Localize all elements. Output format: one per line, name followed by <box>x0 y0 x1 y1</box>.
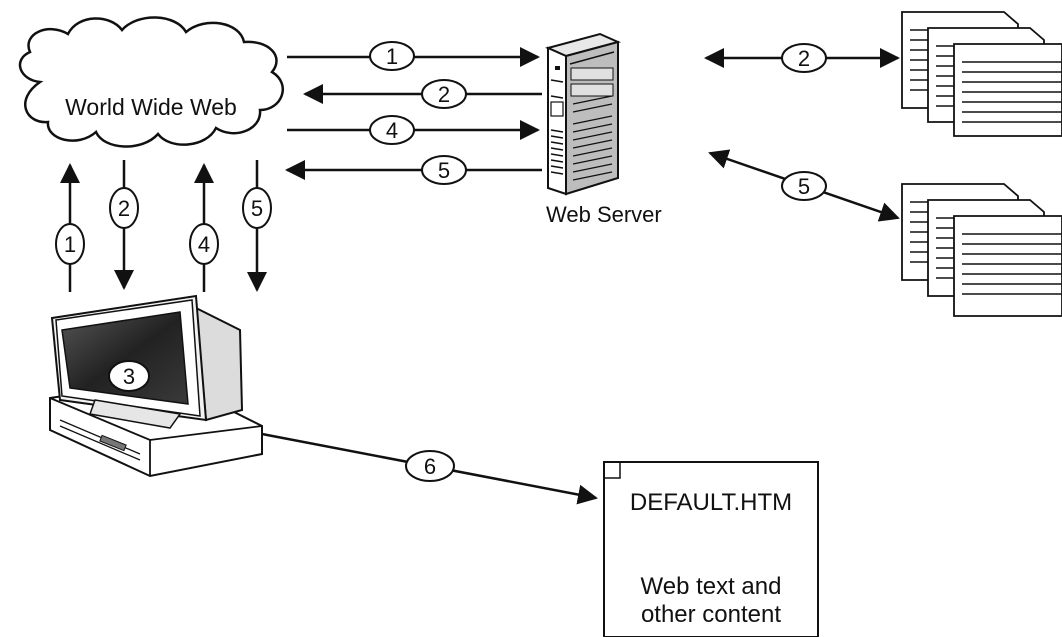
step-label: 1 <box>64 232 76 257</box>
document-description-line2: other content <box>641 601 781 628</box>
step-badge: 6 <box>405 450 455 482</box>
monitor-screen <box>61 311 189 405</box>
web-server-icon: Web Server <box>545 32 662 227</box>
step-badge: 5 <box>242 187 272 229</box>
step-label: 3 <box>123 364 135 389</box>
default-htm-document: DEFAULT.HTM Web text and other content <box>603 461 819 637</box>
world-wide-web-cloud: World Wide Web <box>18 16 284 148</box>
step-badge: 5 <box>781 171 827 201</box>
step-badge: 2 <box>781 43 827 73</box>
step-badge: 4 <box>369 115 415 145</box>
step-badge: 2 <box>421 79 467 109</box>
document-description-line1: Web text and <box>641 573 782 600</box>
step-label: 2 <box>798 46 810 71</box>
step-label: 4 <box>198 232 210 257</box>
document-stack-bottom <box>901 183 1062 317</box>
document-filename: DEFAULT.HTM <box>630 489 792 516</box>
step-label: 2 <box>118 196 130 221</box>
step-label: 2 <box>438 82 450 107</box>
client-computer-icon <box>49 294 263 478</box>
server-label: Web Server <box>546 202 662 227</box>
step-badge: 1 <box>55 223 85 265</box>
step-badge: 5 <box>421 155 467 185</box>
step-label: 5 <box>251 196 263 221</box>
cloud-label: World Wide Web <box>65 94 237 120</box>
step-badge: 4 <box>189 223 219 265</box>
step-badge: 1 <box>369 41 415 71</box>
document-stack-top <box>901 11 1062 137</box>
step-label: 4 <box>386 118 398 143</box>
step-label: 6 <box>424 454 436 479</box>
step-badge: 2 <box>109 187 139 229</box>
step-badge: 3 <box>108 360 150 392</box>
step-label: 1 <box>386 44 398 69</box>
step-label: 5 <box>438 158 450 183</box>
step-label: 5 <box>798 174 810 199</box>
